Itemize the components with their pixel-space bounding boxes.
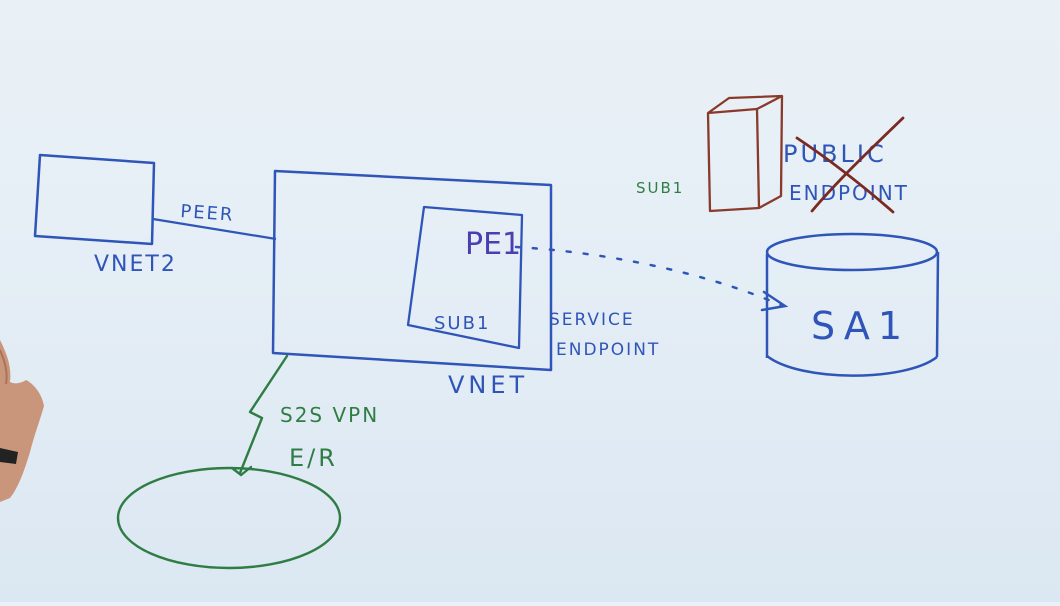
peer-label: PEER — [180, 201, 235, 226]
vnet2-box — [33, 153, 156, 246]
on-prem-ellipse — [116, 466, 342, 570]
server-icon — [706, 94, 784, 213]
sa1-cylinder — [765, 232, 940, 377]
er-label: E/R — [289, 444, 338, 472]
vnet-box — [271, 169, 553, 372]
vnet-label: VNET — [448, 371, 528, 399]
sub1-box — [406, 205, 524, 350]
vnet2-label: VNET2 — [94, 252, 177, 277]
public-endpoint-label-line2: ENDPOINT — [789, 181, 909, 205]
pe1-label: PE1 — [465, 227, 521, 262]
s2s-vpn-label: S2S VPN — [280, 403, 379, 427]
s2s-vpn-link — [230, 354, 289, 477]
cross-out-mark — [795, 116, 905, 214]
service-endpoint-label-line1: SERVICE — [549, 310, 635, 330]
presenter-hand — [0, 340, 44, 502]
sa1-label: SA1 — [811, 304, 910, 348]
private-link-arrow — [514, 245, 789, 312]
sub1-storage-label: SUB1 — [636, 179, 684, 197]
sub1-label: SUB1 — [434, 313, 490, 334]
peer-link — [152, 217, 277, 241]
service-endpoint-label-line2: ENDPOINT — [556, 340, 660, 360]
